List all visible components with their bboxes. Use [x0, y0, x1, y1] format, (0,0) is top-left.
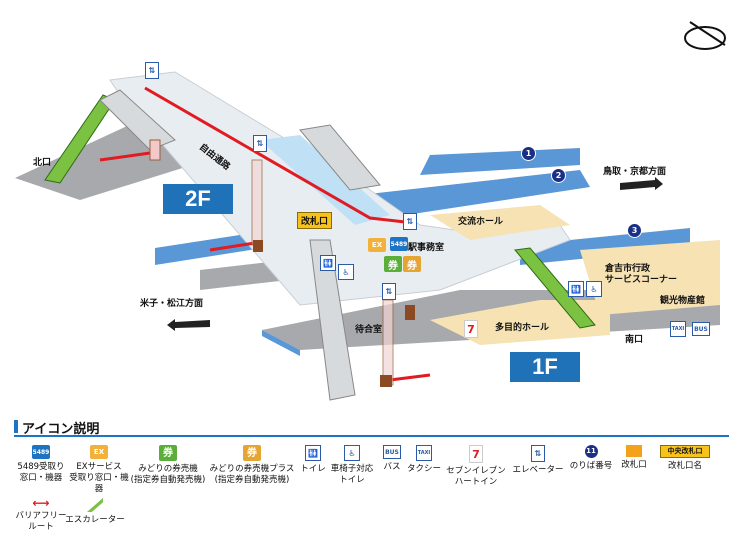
elevator-icon: ⇅: [403, 213, 417, 230]
escalator-icon: [87, 498, 103, 512]
platform-number-2: 2: [551, 168, 566, 183]
legend-item-ticket-plus: 券 みどりの券売機プラス (指定券自動発売機): [206, 445, 298, 486]
seven-eleven-icon: 7: [464, 320, 478, 338]
legend-label: 5489受取り 窓口・機器: [17, 462, 65, 483]
escalator-south: [514, 247, 596, 329]
legend-label: トイレ: [300, 464, 326, 474]
gate-name-icon: 中央改札口: [660, 445, 710, 458]
gate-icon: [626, 445, 642, 457]
toilet-icon: 🚻: [305, 445, 321, 461]
legend-label: EXサービス 受取り窓口・機器: [69, 462, 129, 494]
yonago-direction-label: 米子・松江方面: [140, 299, 204, 309]
wheelchair-icon: ♿: [586, 281, 602, 297]
platform-1-top: [420, 148, 580, 175]
north-exit-label: 北口: [33, 158, 52, 168]
wheelchair-icon: ♿: [344, 445, 360, 461]
legend-label: バス: [383, 462, 401, 472]
legend-item-toilet: 🚻 トイレ: [296, 445, 330, 475]
kurayoshi-corner-label-2: サービスコーナー: [605, 275, 678, 285]
legend-label: エレベーター: [512, 465, 564, 475]
ex-service-icon: EX: [90, 445, 108, 459]
legend-label: タクシー: [406, 464, 441, 474]
legend-label: みどりの券売機 (指定券自動発売機): [130, 464, 206, 485]
legend-item-elevator: ⇅ エレベーター: [508, 445, 568, 476]
compass-icon: [684, 21, 726, 50]
floor-1f-badge: 1F: [510, 352, 580, 382]
concourse-hall: [430, 205, 570, 240]
barrier-free-icon: ⟷: [32, 495, 50, 510]
elevator-icon: ⇅: [382, 283, 396, 300]
legend-label: エスカレーター: [65, 515, 125, 525]
stairs-platform: [299, 124, 381, 191]
seven-eleven-icon: 7: [469, 445, 483, 463]
legend-label: 車椅子対応 トイレ: [330, 464, 374, 485]
stairs-north: [99, 89, 176, 151]
floor-2f-badge: 2F: [163, 184, 233, 214]
multipurpose-hall-label: 多目的ホール: [495, 323, 550, 333]
elevator-icon: ⇅: [531, 445, 545, 462]
legend-item-seven-eleven: 7 セブンイレブン ハートイン: [446, 445, 506, 488]
legend-item-platform-number: 11 のりば番号: [566, 445, 616, 472]
legend-item-wheelchair: ♿ 車椅子対応 トイレ: [328, 445, 376, 486]
elevator-shaft: [149, 139, 161, 161]
legend-item-barrier-free: ⟷ バリアフリー ルート: [12, 495, 70, 533]
legend-item-5489: 5489 5489受取り 窓口・機器: [12, 445, 70, 484]
toilet-icon: 🚻: [568, 281, 584, 297]
legend-item-bus: BUS バス: [378, 445, 406, 473]
legend-label: のりば番号: [569, 461, 613, 471]
legend-label: バリアフリー ルート: [15, 511, 67, 532]
elevator-icon: ⇅: [253, 135, 267, 152]
kurayoshi-corner-label-1: 倉吉市行政: [605, 264, 651, 274]
ticket-machine-plus-icon: 券: [403, 256, 421, 272]
legend-item-gate: 改札口: [614, 445, 654, 471]
gate-area: [260, 135, 390, 225]
toilet-icon: 🚻: [320, 255, 336, 271]
legend-item-gate-name: 中央改札口 改札口名: [654, 445, 716, 472]
tottori-direction-label: 鳥取・京都方面: [603, 167, 667, 177]
south-exit-label: 南口: [625, 335, 644, 345]
legend-item-taxi: TAXI タクシー: [404, 445, 444, 475]
platform-number-icon: 11: [584, 445, 598, 458]
legend-label: 改札口: [621, 460, 647, 470]
platform-3: [520, 228, 690, 265]
taxi-icon: TAXI: [416, 445, 432, 461]
floor-1f-blue: [262, 330, 300, 356]
waiting-room-label: 待合室: [355, 325, 383, 335]
bus-icon: BUS: [383, 445, 401, 459]
station-office-label: 駅事務室: [408, 243, 445, 253]
ticket-machine-icon: 券: [159, 445, 177, 461]
platform-2: [360, 170, 590, 222]
stairs-south: [309, 239, 356, 401]
arrow-yonago: [167, 319, 210, 331]
legend-item-ticket: 券 みどりの券売機 (指定券自動発売機): [128, 445, 208, 486]
arrow-tottori: [620, 177, 663, 190]
legend-label: セブンイレブン ハートイン: [446, 466, 506, 487]
souvenir-label: 観光物産館: [660, 296, 706, 306]
legend-label: みどりの券売機プラス (指定券自動発売機): [209, 464, 295, 485]
bus-icon: BUS: [692, 322, 710, 336]
elevator-icon: ⇅: [145, 62, 159, 79]
legend-label: 改札口名: [667, 461, 702, 471]
ex-service-icon: EX: [368, 238, 386, 252]
taxi-icon: TAXI: [670, 321, 686, 337]
kurayoshi-area: [580, 240, 720, 315]
ticket-machine-icon: 券: [384, 256, 402, 272]
legend-item-ex: EX EXサービス 受取り窓口・機器: [68, 445, 130, 495]
legend-divider: [14, 435, 729, 437]
concourse-hall-label: 交流ホール: [458, 217, 504, 227]
barrier-free-route: [144, 86, 406, 224]
gate-name-label: 改札口: [297, 212, 333, 229]
legend-item-escalator: エスカレーター: [64, 498, 126, 526]
wheelchair-icon: ♿: [338, 264, 354, 280]
ticket-machine-plus-icon: 券: [243, 445, 261, 461]
legend-title: アイコン説明: [22, 422, 100, 437]
platform-number-1: 1: [521, 146, 536, 161]
legend-accent: [14, 420, 18, 433]
station-map: [15, 21, 726, 401]
platform-number-3: 3: [627, 223, 642, 238]
ticket-5489-icon: 5489: [32, 445, 50, 459]
ticket-5489-icon: 5489: [390, 237, 408, 251]
